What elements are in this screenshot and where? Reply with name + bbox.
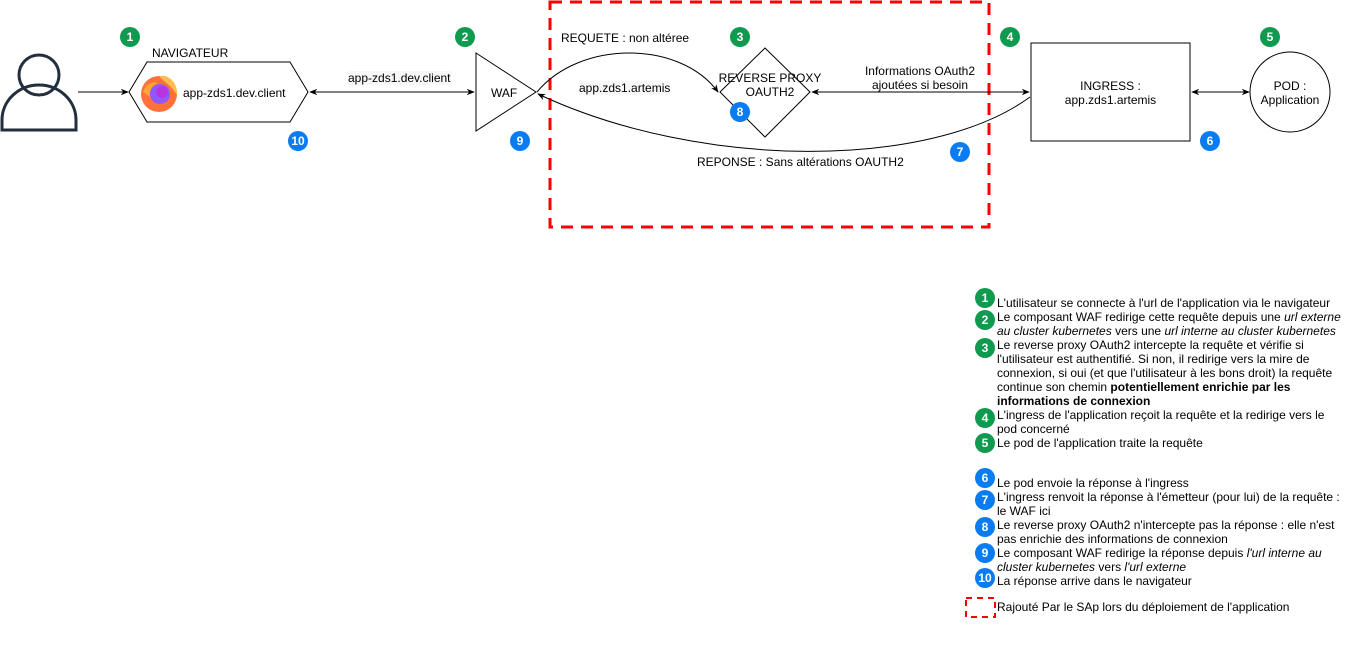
legend-text-run: Le composant WAF redirige cette requête … — [997, 310, 1285, 324]
legend-text-run: Le composant WAF redirige la réponse dep… — [997, 546, 1247, 560]
legend-badge: 6 — [975, 468, 995, 488]
reverse-proxy-line2: OAUTH2 — [745, 85, 795, 99]
step-badge-7: 7 — [950, 142, 970, 162]
step-badge-5: 5 — [1260, 27, 1280, 47]
ingress-node[interactable] — [1030, 42, 1191, 142]
legend-text-run: vers une — [1111, 324, 1165, 338]
reverse-proxy-line1: REVERSE PROXY — [718, 71, 822, 85]
request-curve — [536, 52, 719, 93]
legend-text: L'ingress de l'application reçoit la req… — [997, 408, 1343, 436]
legend-text: Le pod de l'application traite la requêt… — [997, 436, 1343, 450]
response-curve — [537, 93, 1031, 152]
pod-line2: Application — [1260, 93, 1320, 107]
step-badge-6: 6 — [1200, 131, 1220, 151]
legend-badge: 10 — [975, 568, 995, 588]
legend-text-run: url externe au cluster kubernetes — [997, 310, 1341, 338]
oauth-info-line2: ajoutées si besoin — [871, 78, 969, 92]
legend-text-run: L'utilisateur se connecte à l'url de l'a… — [997, 296, 1331, 310]
pod-node[interactable] — [1249, 51, 1331, 133]
sap-zone-boundary — [548, 0, 991, 229]
ingress-line1: INGRESS : — [1080, 79, 1141, 93]
browser-title: NAVIGATEUR — [152, 46, 229, 60]
waf-node[interactable] — [475, 52, 537, 132]
legend-text: L'ingress renvoit la réponse à l'émetteu… — [997, 490, 1343, 518]
ingress-label: INGRESS : app.zds1.artemis — [1031, 79, 1190, 107]
legend-badge: 1 — [975, 288, 995, 308]
ingress-line2: app.zds1.artemis — [1064, 93, 1157, 107]
oauth-info-line1: Informations OAuth2 — [864, 64, 976, 78]
step-badge-1: 1 — [120, 27, 140, 47]
legend-text-run: Le pod de l'application traite la requêt… — [997, 436, 1203, 450]
pod-line1: POD : — [1273, 79, 1307, 93]
step-badge-8: 8 — [730, 102, 750, 122]
legend-zone-swatch — [965, 597, 996, 618]
legend-zone-note: Rajouté Par le SAp lors du déploiement d… — [997, 600, 1290, 614]
legend-badge: 7 — [975, 490, 995, 510]
pod-label: POD : Application — [1250, 79, 1330, 107]
legend-text-run: Le reverse proxy OAuth2 intercepte la re… — [997, 338, 1333, 394]
step-badge-3: 3 — [730, 27, 750, 47]
legend-text-run: potentiellement enrichie par les informa… — [997, 380, 1291, 408]
legend-badge: 3 — [975, 338, 995, 358]
legend-text: Le pod envoie la réponse à l'ingress — [997, 476, 1343, 490]
legend: 1 L'utilisateur se connecte à l'url de l… — [975, 0, 1343, 648]
browser-label: app-zds1.dev.client — [183, 86, 286, 100]
legend-text-run: L'ingress de l'application reçoit la req… — [997, 408, 1325, 436]
legend-text-run: La réponse arrive dans le navigateur — [997, 574, 1192, 588]
browser-waf-url-label: app-zds1.dev.client — [348, 71, 451, 85]
internal-url-label: app.zds1.artemis — [579, 81, 671, 95]
reverse-proxy-label: REVERSE PROXY OAUTH2 — [710, 71, 830, 99]
legend-badge: 5 — [975, 433, 995, 453]
legend-text: L'utilisateur se connecte à l'url de l'a… — [997, 296, 1343, 310]
oauth-info-label: Informations OAuth2 ajoutées si besoin — [855, 64, 985, 92]
legend-text-run: l'url interne au cluster kubernetes — [997, 546, 1322, 574]
step-badge-4: 4 — [1000, 27, 1020, 47]
legend-text-run: vers — [1095, 560, 1125, 574]
legend-badge: 2 — [975, 310, 995, 330]
request-curve-label: REQUETE : non altéree — [561, 31, 690, 45]
legend-text-run: url interne au cluster kubernetes — [1164, 324, 1336, 338]
reverse-proxy-node[interactable] — [719, 47, 811, 138]
legend-text: Le reverse proxy OAuth2 n'intercepte pas… — [997, 518, 1343, 546]
step-badge-10: 10 — [288, 131, 308, 151]
step-badge-2: 2 — [455, 27, 475, 47]
legend-text: Le reverse proxy OAuth2 intercepte la re… — [997, 338, 1343, 408]
legend-badge: 9 — [975, 543, 995, 563]
legend-text-run: Le reverse proxy OAuth2 n'intercepte pas… — [997, 518, 1335, 546]
legend-badge: 4 — [975, 408, 995, 428]
firefox-icon — [141, 75, 178, 112]
legend-text-run: l'url externe — [1124, 560, 1187, 574]
response-curve-label: REPONSE : Sans altérations OAUTH2 — [697, 155, 904, 169]
legend-text-run: L'ingress renvoit la réponse à l'émetteu… — [997, 490, 1340, 518]
legend-text-run: Le pod envoie la réponse à l'ingress — [997, 476, 1189, 490]
waf-label: WAF — [491, 86, 518, 100]
legend-text: La réponse arrive dans le navigateur — [997, 574, 1343, 588]
browser-node[interactable] — [128, 61, 309, 123]
step-badge-9: 9 — [510, 131, 530, 151]
user-icon — [0, 53, 78, 132]
legend-text: Le composant WAF redirige cette requête … — [997, 310, 1343, 338]
legend-text: Le composant WAF redirige la réponse dep… — [997, 546, 1343, 574]
legend-badge: 8 — [975, 517, 995, 537]
